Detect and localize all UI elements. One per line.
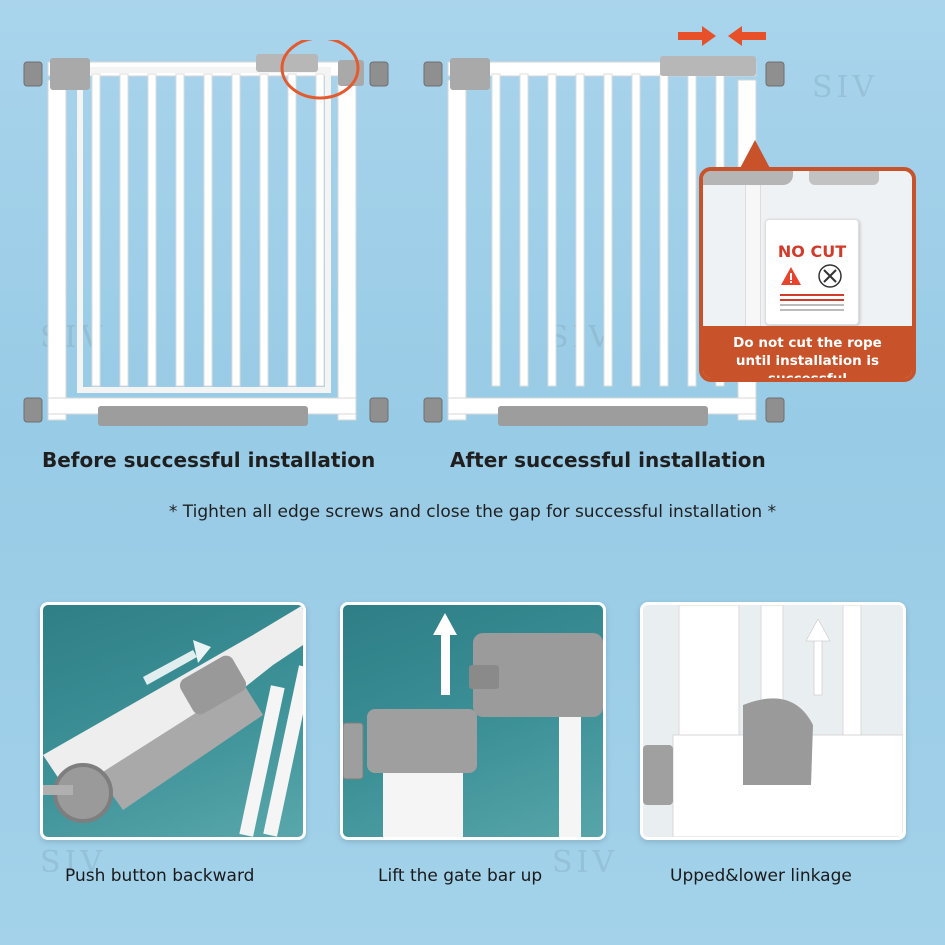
step-panel-lift-bar	[340, 602, 606, 840]
caption-step3: Upped&lower linkage	[670, 866, 852, 886]
no-cut-title: NO CUT	[777, 242, 847, 261]
caption-before: Before successful installation	[42, 448, 376, 472]
no-cut-banner: Do not cut the rope until installation i…	[703, 326, 912, 378]
no-cut-inset: NO CUT Do not cut the rope until install…	[699, 167, 916, 382]
no-cut-tag: NO CUT	[765, 219, 859, 325]
caption-step1: Push button backward	[65, 866, 255, 886]
arrow-up-icon	[433, 613, 457, 695]
installation-note: * Tighten all edge screws and close the …	[168, 502, 777, 522]
lift-bar-illustration	[343, 613, 603, 837]
push-button-illustration	[43, 605, 303, 837]
inset-post	[745, 171, 761, 341]
watermark: SIV	[552, 845, 619, 880]
gate-before-illustration	[23, 40, 389, 426]
watermark: SIV	[812, 70, 879, 105]
linkage-illustration	[643, 605, 903, 837]
caption-step2: Lift the gate bar up	[378, 866, 543, 886]
step-panel-push-button	[40, 602, 306, 840]
close-gap-arrows	[678, 26, 766, 46]
inset-fitting	[703, 171, 793, 185]
arrow-up-icon	[805, 618, 831, 696]
warning-icon	[781, 267, 801, 285]
step-panel-linkage	[640, 602, 906, 840]
inset-fitting	[809, 171, 879, 185]
scissors-icon	[818, 264, 842, 288]
caption-after: After successful installation	[450, 448, 766, 472]
arrow-icon	[143, 640, 211, 685]
tag-fine-print	[780, 294, 844, 296]
